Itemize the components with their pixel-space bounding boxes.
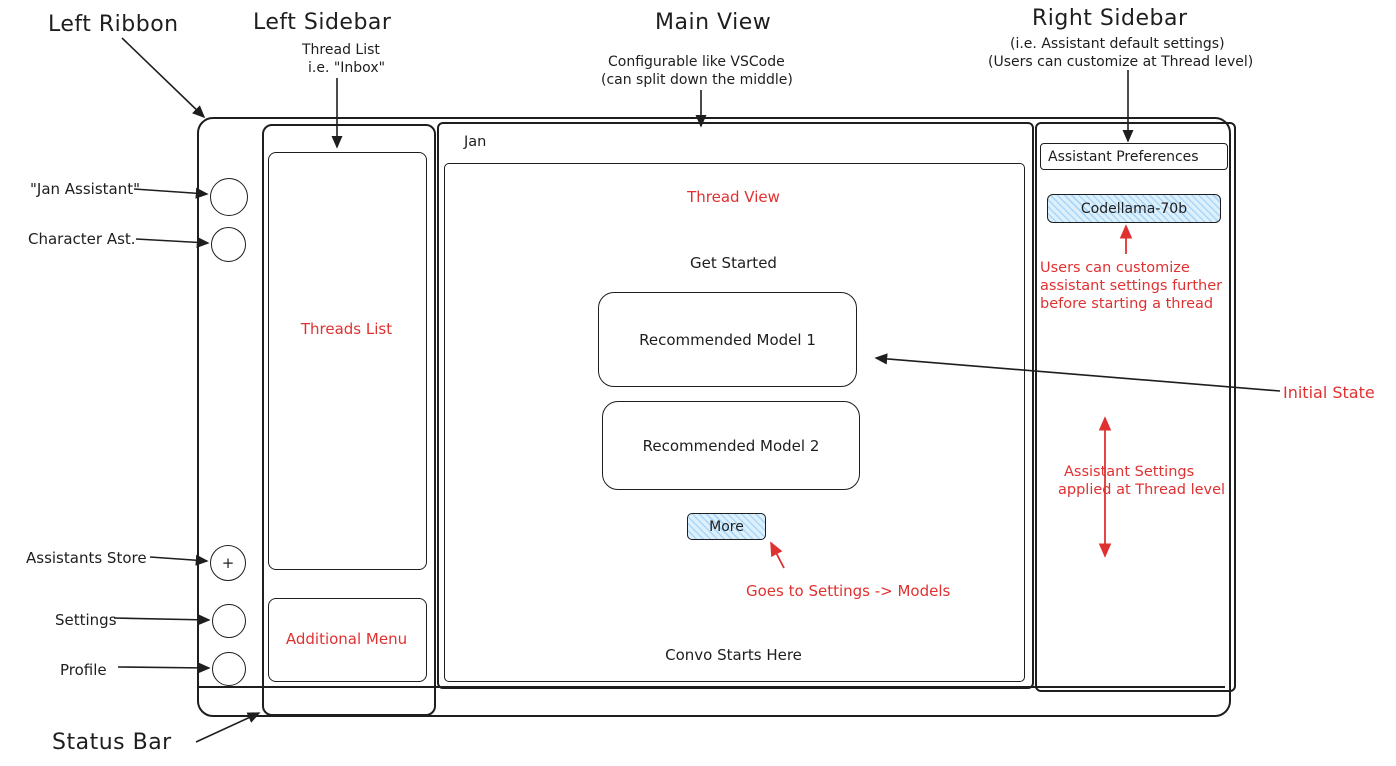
profile-button xyxy=(212,652,246,686)
model-chip: Codellama-70b xyxy=(1047,194,1221,223)
arrow-status-bar xyxy=(195,712,261,743)
annotation-split-note: (can split down the middle) xyxy=(601,72,793,88)
annotation-thread-list-note: Thread List xyxy=(302,42,380,58)
annotation-character-ast: Character Ast. xyxy=(28,230,136,248)
assistant-preferences-header: Assistant Preferences xyxy=(1040,143,1228,170)
recommended-model-1-label: Recommended Model 1 xyxy=(639,330,816,349)
more-button: More xyxy=(687,513,766,540)
annotation-right-sidebar: Right Sidebar xyxy=(1032,6,1188,31)
character-assistant-avatar xyxy=(211,227,246,262)
model-chip-label: Codellama-70b xyxy=(1080,200,1188,217)
convo-starts-label: Convo Starts Here xyxy=(665,646,802,664)
plus-icon: + xyxy=(221,554,235,572)
annotation-initial-state: Initial State xyxy=(1283,383,1375,402)
window-title: Jan xyxy=(464,134,487,150)
annotation-customize-line-2: assistant settings further xyxy=(1040,278,1223,294)
annotation-profile: Profile xyxy=(60,661,107,679)
threads-list-box xyxy=(268,152,427,570)
annotation-assistant-defaults-note: (i.e. Assistant default settings) xyxy=(1010,36,1225,52)
arrow-left-ribbon xyxy=(121,37,206,119)
annotation-left-sidebar: Left Sidebar xyxy=(253,10,392,35)
annotation-customize-thread-note: (Users can customize at Thread level) xyxy=(988,54,1254,70)
left-sidebar-panel xyxy=(262,124,436,716)
recommended-model-1-card: Recommended Model 1 xyxy=(598,292,857,387)
threads-list-label: Threads List xyxy=(300,320,393,338)
annotation-assistants-store: Assistants Store xyxy=(26,549,147,567)
arrow-profile xyxy=(117,662,211,674)
thread-view-box xyxy=(444,163,1025,682)
additional-menu-box xyxy=(268,598,427,682)
assistants-store-button: + xyxy=(210,545,246,581)
arrow-settings xyxy=(113,614,211,626)
annotation-vscode-note: Configurable like VSCode xyxy=(608,54,785,70)
main-view-panel xyxy=(437,122,1034,689)
recommended-model-2-label: Recommended Model 2 xyxy=(642,436,820,455)
annotation-thread-level-line-1: Assistant Settings xyxy=(1064,464,1195,480)
annotation-left-ribbon: Left Ribbon xyxy=(48,12,179,37)
annotation-goes-to-models: Goes to Settings -> Models xyxy=(746,582,951,600)
right-sidebar-panel xyxy=(1035,122,1236,692)
additional-menu-label: Additional Menu xyxy=(285,630,408,648)
annotation-thread-level-line-2: applied at Thread level xyxy=(1058,482,1226,498)
annotation-customize-line-3: before starting a thread xyxy=(1040,296,1214,312)
recommended-model-2-card: Recommended Model 2 xyxy=(602,401,860,490)
annotation-customize-line-1: Users can customize xyxy=(1040,260,1190,276)
more-button-label: More xyxy=(709,518,744,535)
annotation-jan-assistant: "Jan Assistant" xyxy=(30,180,141,198)
settings-button xyxy=(212,604,246,638)
thread-view-label: Thread View xyxy=(687,188,780,206)
get-started-label: Get Started xyxy=(690,254,777,272)
annotation-inbox-note: i.e. "Inbox" xyxy=(308,60,386,76)
annotation-status-bar: Status Bar xyxy=(52,730,172,755)
annotation-main-view: Main View xyxy=(655,10,772,35)
app-window xyxy=(197,117,1231,717)
jan-assistant-avatar xyxy=(210,178,248,216)
annotation-settings: Settings xyxy=(55,611,117,629)
